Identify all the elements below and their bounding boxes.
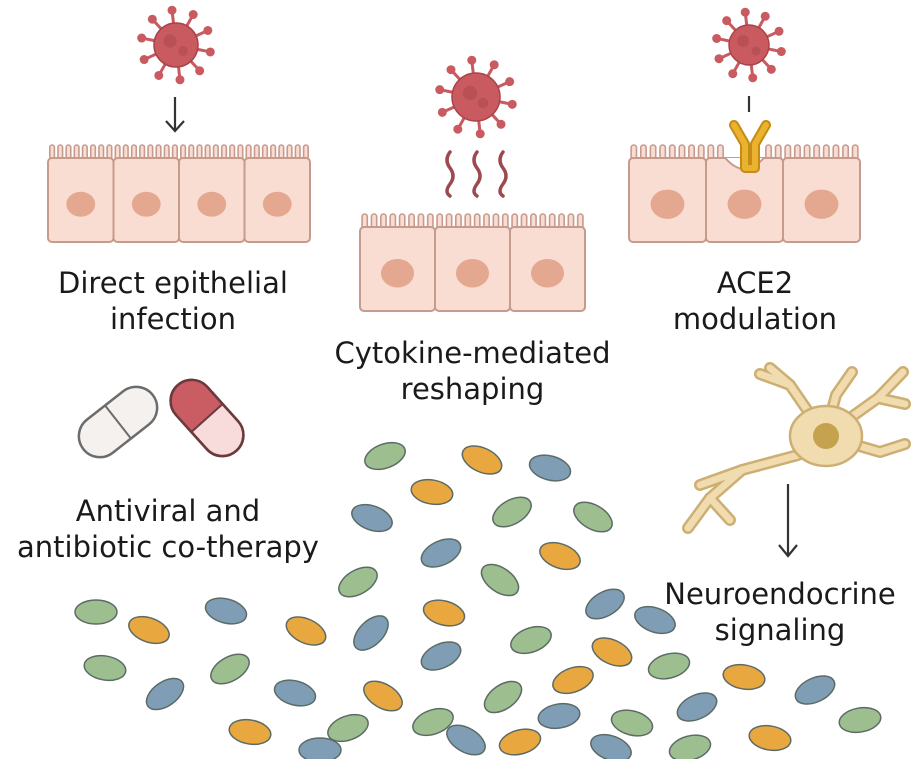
bacterium-icon bbox=[539, 541, 581, 571]
virus-icon bbox=[137, 5, 215, 85]
bacterium-icon bbox=[353, 615, 389, 651]
bacterium-icon bbox=[422, 599, 466, 627]
bacterium-icon bbox=[364, 441, 406, 471]
bacterium-icon bbox=[537, 702, 581, 730]
label-line: signaling bbox=[714, 613, 846, 647]
bacterium-icon bbox=[573, 501, 613, 533]
down-arrow-icon bbox=[165, 97, 185, 133]
bacterium-icon bbox=[327, 713, 369, 743]
bacterium-icon bbox=[585, 588, 625, 620]
bacterium-icon bbox=[492, 496, 532, 528]
label-direct-epithelial-infection: Direct epithelial infection bbox=[28, 265, 318, 337]
bacterium-icon bbox=[647, 652, 691, 680]
bacterium-icon bbox=[483, 680, 523, 714]
cytokine-waves-icon bbox=[445, 150, 508, 198]
down-arrow-icon bbox=[778, 484, 798, 558]
bacterium-icon bbox=[273, 679, 317, 707]
bacterium-icon bbox=[204, 597, 248, 625]
bacterium-icon bbox=[145, 677, 185, 711]
bacterium-icon bbox=[498, 728, 542, 756]
label-neuroendocrine-signaling: Neuroendocrine signaling bbox=[645, 576, 915, 648]
neuron-icon bbox=[682, 362, 911, 534]
label-line: modulation bbox=[672, 302, 838, 336]
label-ace2-modulation: ACE2 modulation bbox=[655, 265, 855, 337]
bacterium-icon bbox=[552, 665, 594, 695]
bacterium-icon bbox=[228, 718, 272, 746]
bacterium-icon bbox=[351, 503, 393, 533]
bacterium-icon bbox=[410, 478, 454, 506]
virus-icon bbox=[435, 55, 517, 139]
bacterium-icon bbox=[420, 641, 462, 671]
epithelial-cells-icon bbox=[47, 144, 311, 243]
bacterium-icon bbox=[676, 692, 718, 722]
bacterium-icon bbox=[634, 605, 676, 635]
bacterium-icon bbox=[285, 616, 327, 646]
bacterium-icon bbox=[210, 653, 250, 685]
label-antiviral-antibiotic-co-therapy: Antiviral and antibiotic co-therapy bbox=[8, 493, 328, 565]
bacterium-icon bbox=[363, 680, 403, 712]
bacterium-icon bbox=[722, 663, 766, 691]
bacterium-icon bbox=[838, 706, 882, 734]
label-cytokine-mediated-reshaping: Cytokine-mediated reshaping bbox=[315, 335, 630, 407]
ace2-receptor-icon bbox=[729, 120, 771, 173]
label-line: Direct epithelial bbox=[58, 266, 288, 300]
bacterium-icon bbox=[748, 724, 792, 752]
bacterium-icon bbox=[412, 707, 454, 737]
label-line: reshaping bbox=[400, 372, 545, 406]
bacterium-icon bbox=[794, 675, 836, 705]
label-line: antibiotic co-therapy bbox=[17, 530, 319, 564]
label-line: infection bbox=[110, 302, 236, 336]
bacterium-icon bbox=[128, 615, 170, 645]
bacterium-icon bbox=[461, 445, 503, 475]
bacterium-icon bbox=[338, 566, 378, 598]
bacterium-icon bbox=[420, 538, 462, 568]
label-line: ACE2 bbox=[716, 266, 794, 300]
bacterium-icon bbox=[510, 625, 552, 655]
bacterium-icon bbox=[480, 563, 520, 597]
bacterium-icon bbox=[446, 724, 486, 756]
epithelial-cells-icon bbox=[628, 144, 861, 243]
epithelial-cells-icon bbox=[359, 213, 586, 312]
bacterium-icon bbox=[528, 454, 572, 482]
bacterium-icon bbox=[74, 599, 118, 625]
label-line: Antiviral and bbox=[75, 494, 261, 528]
virus-icon bbox=[712, 7, 786, 83]
bacterium-icon bbox=[83, 654, 127, 682]
label-line: Cytokine-mediated bbox=[334, 336, 611, 370]
capsule-icon bbox=[77, 385, 159, 459]
label-line: Neuroendocrine bbox=[664, 577, 896, 611]
bacterium-icon bbox=[298, 737, 342, 763]
bacterium-icon bbox=[610, 709, 654, 737]
capsule-icon bbox=[169, 378, 245, 458]
bacterium-icon bbox=[668, 734, 712, 762]
bacterium-icon bbox=[591, 637, 633, 667]
